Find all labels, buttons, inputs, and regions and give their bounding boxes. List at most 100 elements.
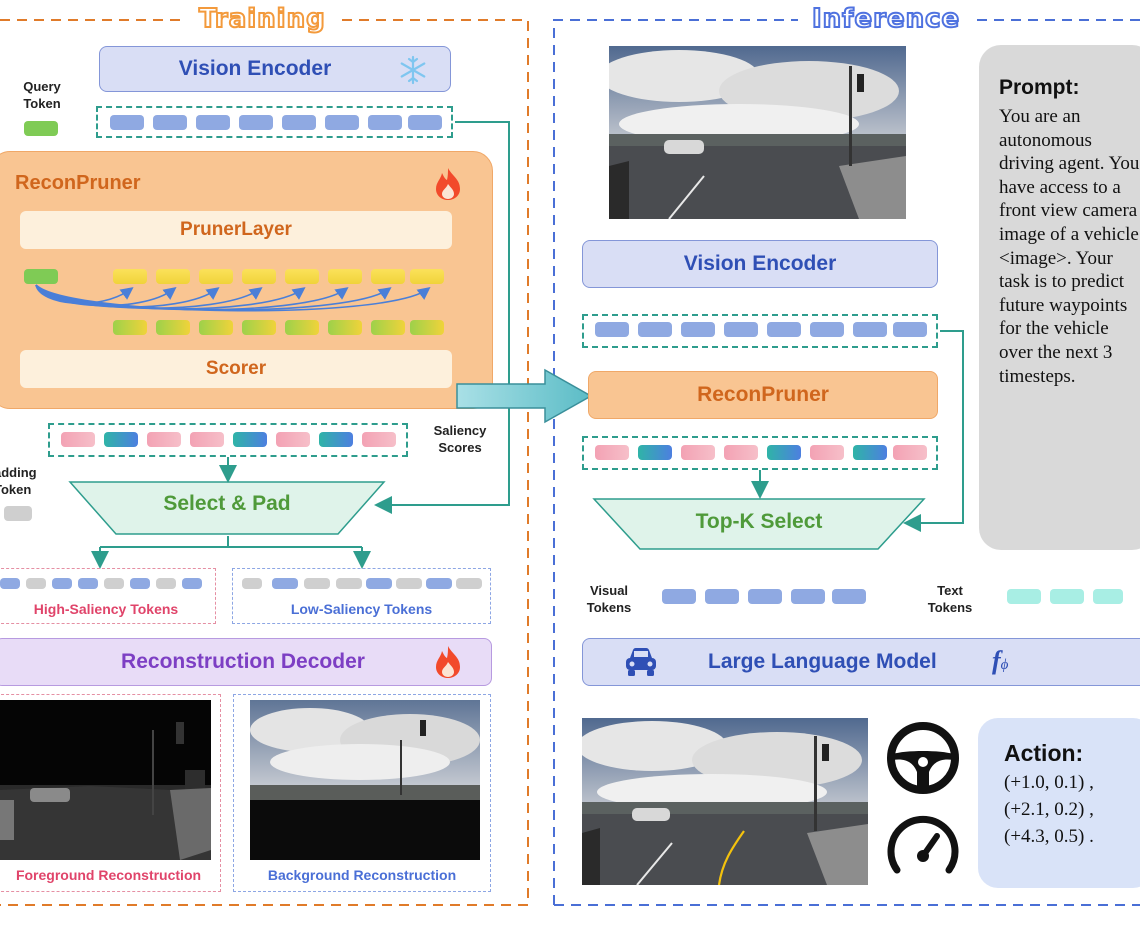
token	[242, 269, 276, 284]
token	[366, 578, 392, 589]
visual-token	[705, 589, 739, 604]
token	[242, 320, 276, 335]
token	[110, 115, 144, 130]
token	[810, 322, 844, 337]
token	[233, 432, 267, 447]
token	[272, 578, 298, 589]
high-saliency-group	[0, 568, 216, 624]
recon-pruner-title: ReconPruner	[15, 172, 141, 194]
attention-arrows	[35, 284, 431, 312]
token	[130, 578, 150, 589]
speedometer-icon	[887, 815, 959, 874]
inference-recon-pruner: ReconPruner	[588, 371, 938, 419]
encoder-token-row	[96, 106, 453, 138]
token	[285, 320, 319, 335]
token	[410, 269, 444, 284]
llm-label: Large Language Model	[708, 650, 937, 673]
token	[242, 578, 262, 589]
query-token	[24, 269, 58, 284]
token	[78, 578, 98, 589]
text-token	[1050, 589, 1084, 604]
text-tokens-label: Text Tokens	[927, 583, 973, 615]
inference-vision-encoder: Vision Encoder	[582, 240, 938, 288]
output-trajectory-image	[582, 718, 868, 885]
token	[410, 320, 444, 335]
token	[147, 432, 181, 447]
token	[368, 115, 402, 130]
llm-symbol-f: f	[992, 646, 1001, 675]
token	[182, 578, 202, 589]
pruner-layer-label: PrunerLayer	[180, 219, 292, 240]
token	[113, 320, 147, 335]
token	[426, 578, 452, 589]
token	[595, 445, 629, 460]
token	[156, 320, 190, 335]
token	[767, 445, 801, 460]
training-vision-encoder-label: Vision Encoder	[178, 57, 332, 80]
token	[276, 432, 310, 447]
visual-tokens-label: Visual Tokens	[586, 583, 632, 615]
token	[893, 445, 927, 460]
token	[371, 269, 405, 284]
select-pad-label: Select & Pad	[163, 492, 291, 515]
token	[681, 445, 715, 460]
training-vision-encoder: Vision Encoder	[99, 46, 451, 92]
inference-score-row	[582, 436, 938, 470]
token	[328, 320, 362, 335]
action-bubble	[978, 718, 1140, 888]
token	[113, 269, 147, 284]
token	[153, 115, 187, 130]
car-icon	[626, 648, 656, 676]
reconstruction-decoder-label: Reconstruction Decoder	[121, 650, 365, 673]
topk-select-shape	[592, 498, 926, 550]
high-saliency-label: High-Saliency Tokens	[33, 601, 179, 617]
action-title: Action:	[1004, 740, 1084, 766]
text-token	[1093, 589, 1123, 604]
token	[767, 322, 801, 337]
token	[285, 269, 319, 284]
token	[196, 115, 230, 130]
steering-wheel-icon	[887, 722, 959, 794]
reconstruction-decoder-box: Reconstruction Decoder	[0, 638, 492, 686]
visual-token	[662, 589, 696, 604]
inference-vision-encoder-label: Vision Encoder	[683, 252, 837, 275]
token	[52, 578, 72, 589]
inference-token-row	[582, 314, 938, 348]
text-token	[1007, 589, 1041, 604]
token	[190, 432, 224, 447]
background-label: Background Reconstruction	[267, 867, 457, 883]
token	[282, 115, 316, 130]
snowflake-icon	[400, 55, 426, 85]
token	[319, 432, 353, 447]
background-reconstruction-image	[250, 700, 480, 860]
visual-token	[748, 589, 782, 604]
action-line-2: (+2.1, 0.2) ,	[1004, 799, 1094, 820]
token	[456, 578, 482, 589]
select-pad-shape	[68, 481, 386, 535]
transfer-arrow	[456, 368, 593, 424]
scorer-label: Scorer	[205, 358, 267, 379]
query-token	[24, 121, 58, 136]
token	[681, 322, 715, 337]
token	[724, 322, 758, 337]
saliency-token-row	[48, 423, 408, 457]
token	[325, 115, 359, 130]
prompt-bubble	[979, 45, 1140, 550]
foreground-reconstruction-image	[0, 700, 211, 860]
token	[396, 578, 422, 589]
scorer-box: Scorer	[20, 350, 452, 388]
token	[239, 115, 273, 130]
topk-select-label: Top-K Select	[695, 510, 823, 533]
visual-token	[832, 589, 866, 604]
token	[336, 578, 362, 589]
token	[893, 322, 927, 337]
saliency-scores-label: Saliency Scores	[433, 423, 487, 455]
token	[156, 269, 190, 284]
token	[328, 269, 362, 284]
token	[104, 578, 124, 589]
token	[408, 115, 442, 130]
token	[199, 320, 233, 335]
query-token-label: Query Token	[23, 79, 61, 111]
visual-token	[791, 589, 825, 604]
